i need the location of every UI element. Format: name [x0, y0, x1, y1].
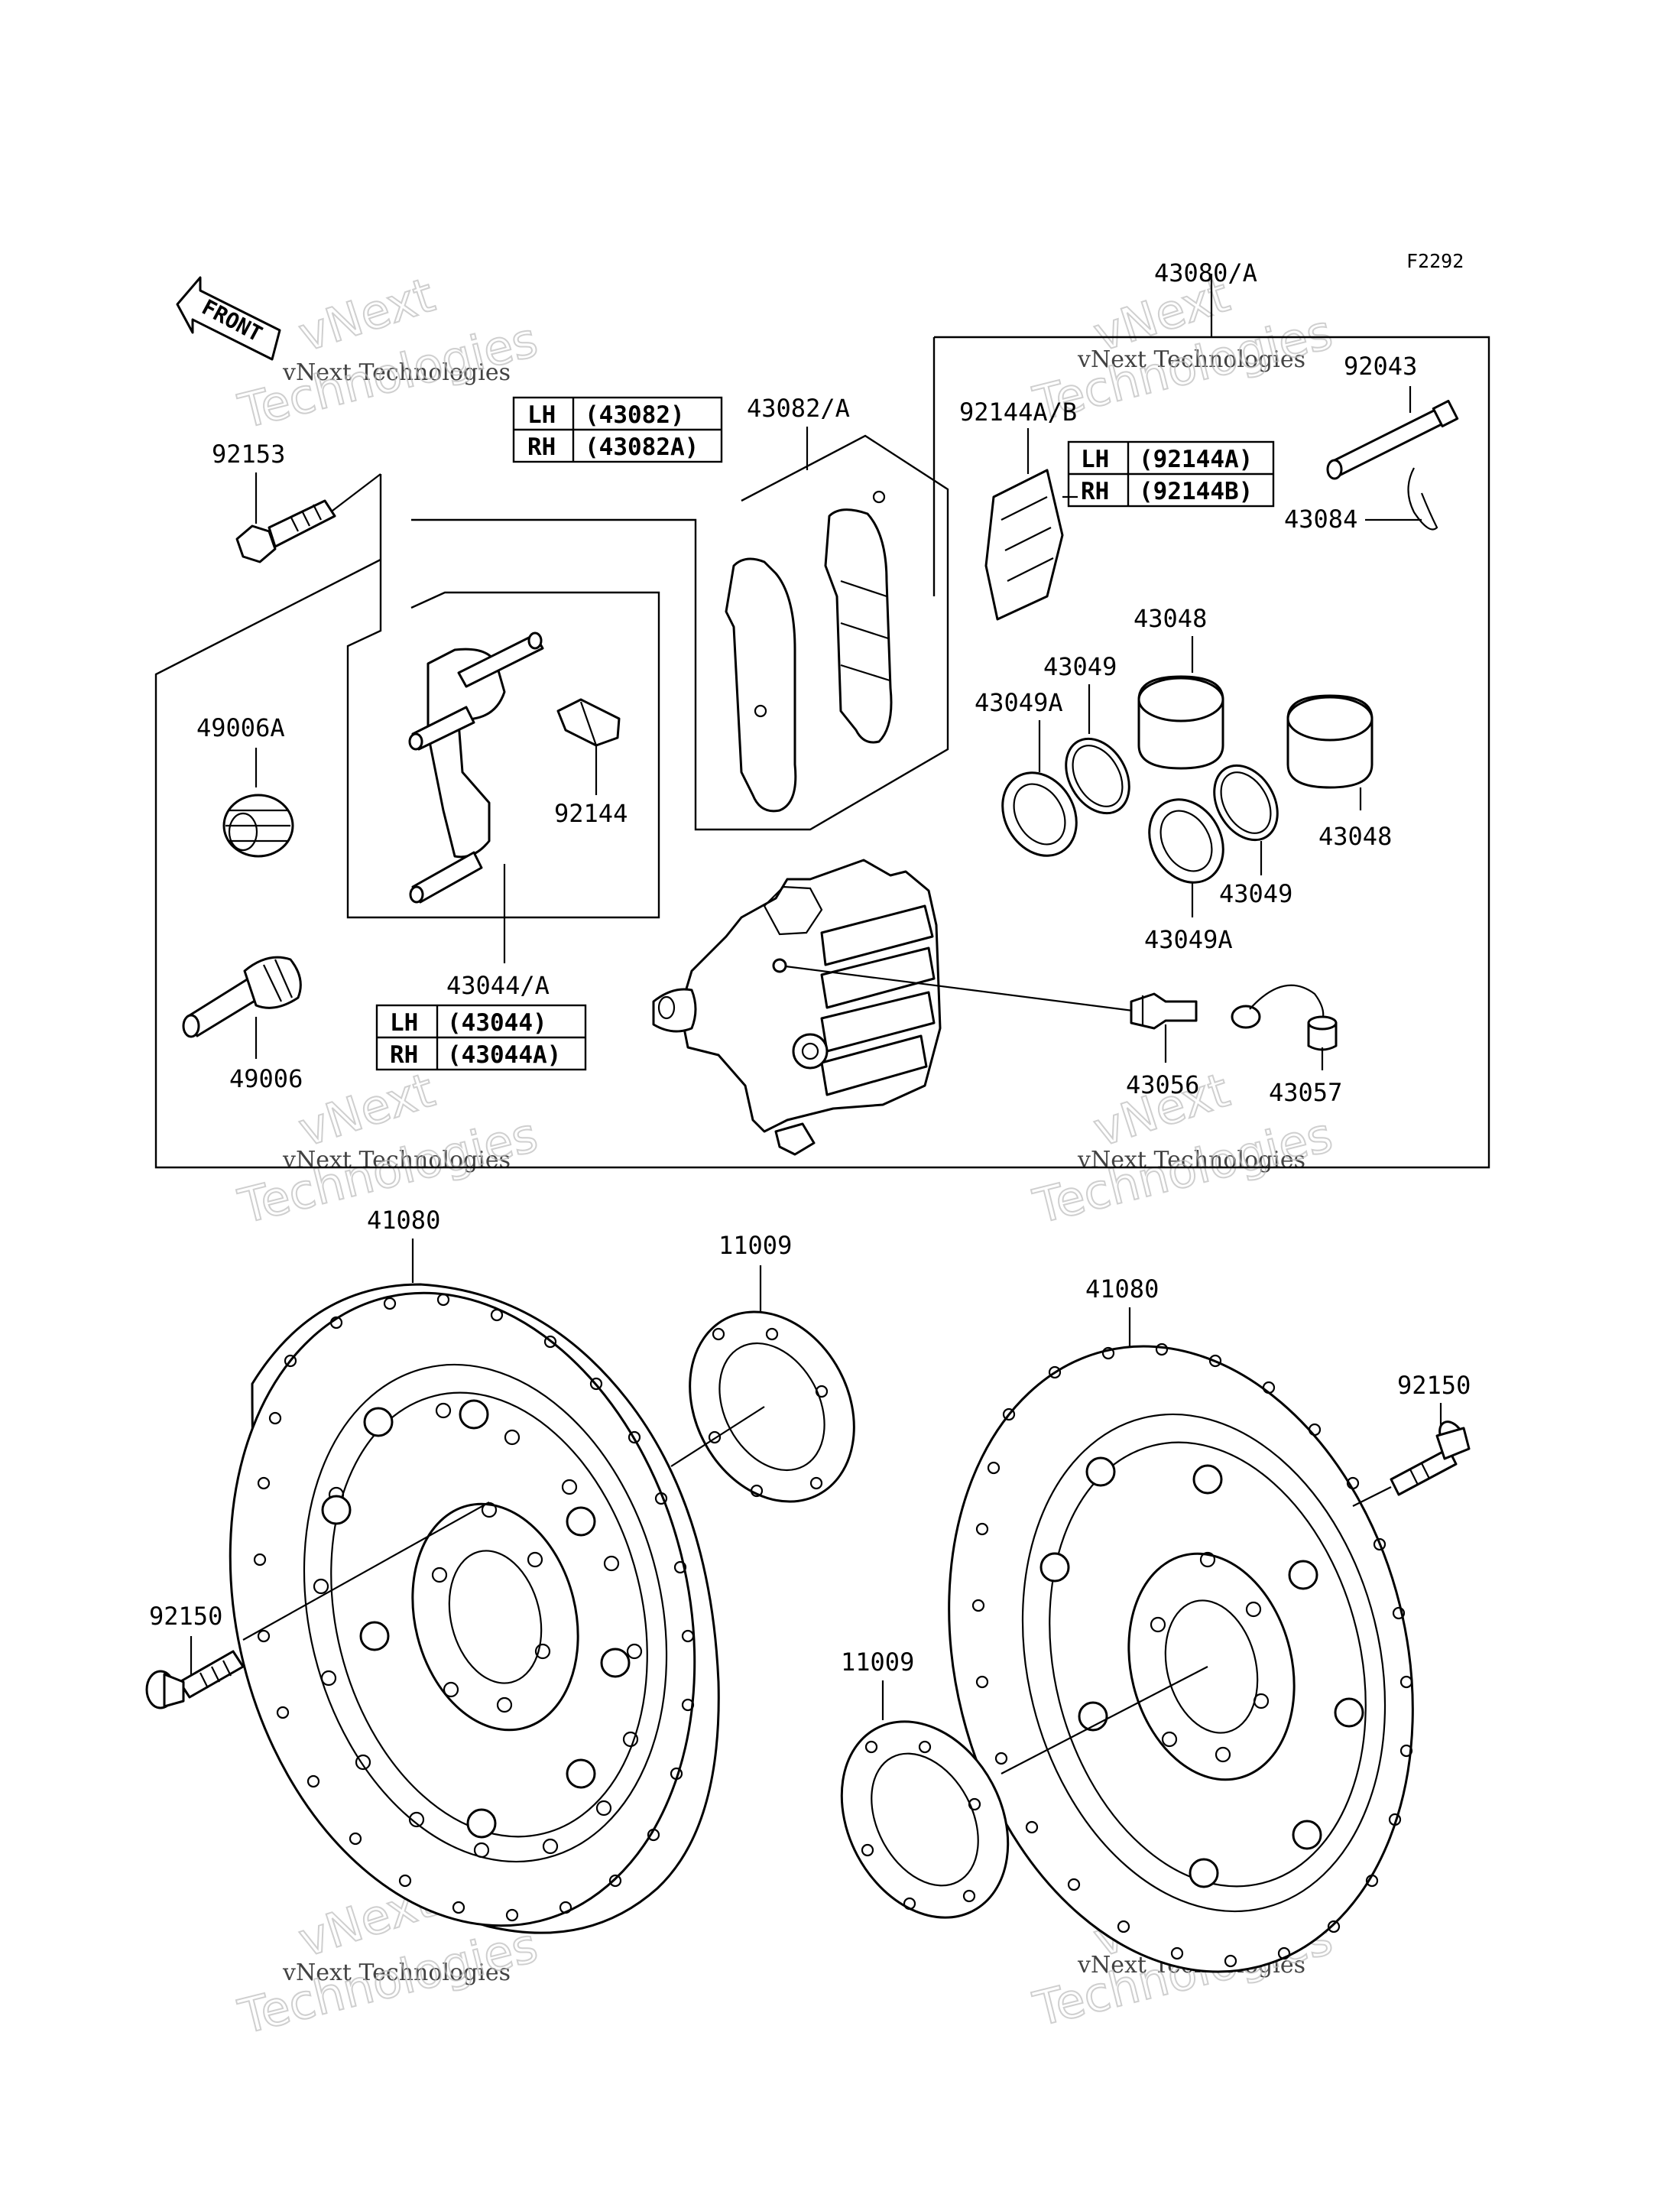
label-92150-left: 92150	[149, 1602, 222, 1631]
label-43057: 43057	[1269, 1078, 1342, 1107]
piston-lower: 43048	[1286, 694, 1392, 851]
caliper-body	[652, 859, 1140, 1156]
seal-upper: 43049	[1043, 652, 1130, 815]
disc-right-holes	[971, 1343, 1413, 1968]
label-43080A: 43080/A	[1154, 258, 1257, 287]
disc-bolt-left: 92150	[145, 1602, 245, 1709]
shim-table-lh-part: (92144A)	[1139, 446, 1253, 473]
watermark-text: vNext Technologies	[282, 1959, 511, 1986]
watermark-top-left: vNext vNext Technologies Technologies	[232, 266, 543, 440]
shim-lh-rh-table: LH (92144A) RH (92144B)	[1067, 440, 1275, 508]
front-arrow-icon: FRONT	[176, 276, 281, 361]
pad-lh-rh-table: LH (43082) RH (43082A)	[512, 396, 723, 463]
figure-code: F2292	[1406, 250, 1464, 272]
shim-table-lh: LH	[1081, 446, 1109, 473]
label-49006A: 49006A	[196, 713, 285, 742]
label-92043: 92043	[1344, 352, 1417, 381]
label-43049-lower: 43049	[1219, 879, 1292, 908]
bolt-92153: 92153	[212, 440, 381, 563]
disc-left-holes	[253, 1293, 695, 1922]
disc-shim-lower: 11009	[840, 1648, 1010, 1919]
pad-table-lh: LH	[527, 401, 556, 429]
caliper-assembly-box: 43080/A	[154, 258, 1490, 1169]
label-43049A-lower: 43049A	[1144, 925, 1233, 954]
brake-pad-set: 43082/A	[411, 394, 949, 831]
label-43084: 43084	[1284, 505, 1357, 534]
label-92144: 92144	[554, 799, 628, 828]
watermark-text: vNext Technologies	[282, 359, 511, 386]
brake-disc-right: 41080	[948, 1274, 1414, 1973]
label-11009-lower: 11009	[841, 1648, 914, 1677]
pad-table-lh-part: (43082)	[585, 401, 685, 429]
label-43044A: 43044/A	[446, 971, 550, 1000]
caliper-pin: 92043	[1326, 352, 1459, 480]
seal-lower: 43049	[1213, 764, 1292, 908]
dust-boot: 49006A	[196, 713, 294, 858]
seal-a-lower: 43049A	[1144, 798, 1233, 954]
caliper-bracket: 43044/A	[346, 474, 660, 1000]
label-41080-left: 41080	[367, 1206, 440, 1235]
watermark-text: vNext Technologies	[282, 1147, 511, 1174]
pad-table-rh: RH	[527, 433, 556, 461]
bracket-table-rh: RH	[390, 1041, 418, 1069]
label-49006: 49006	[229, 1064, 303, 1093]
label-43082A: 43082/A	[747, 394, 850, 423]
seal-a-upper: 43049A	[975, 688, 1078, 857]
pad-table-rh-part: (43082A)	[585, 433, 699, 461]
pad-spring: 92144	[554, 698, 628, 828]
label-41080-right: 41080	[1085, 1274, 1159, 1304]
label-92153: 92153	[212, 440, 285, 469]
retaining-clip: 43084	[1284, 467, 1438, 534]
label-43049A-upper: 43049A	[975, 688, 1063, 717]
pad-shim: 92144A/B	[959, 398, 1078, 621]
label-43048-upper: 43048	[1134, 604, 1207, 633]
watermark-text: vNext Technologies	[1077, 346, 1305, 373]
bracket-table-rh-part: (43044A)	[447, 1041, 561, 1069]
watermark-text: vNext Technologies	[1077, 1147, 1305, 1174]
disc-shim-upper: 11009	[670, 1231, 855, 1503]
bracket-table-lh-part: (43044)	[447, 1009, 547, 1037]
label-43049-upper: 43049	[1043, 652, 1117, 681]
brake-disc-left: 41080	[229, 1206, 720, 1934]
label-43056: 43056	[1126, 1070, 1199, 1099]
label-92150-right: 92150	[1397, 1371, 1471, 1400]
disc-bolt-right: 92150	[1352, 1371, 1471, 1507]
slide-pin: 49006	[182, 956, 303, 1093]
label-43048-lower: 43048	[1318, 822, 1392, 851]
bracket-table-lh: LH	[390, 1009, 418, 1037]
bracket-lh-rh-table: LH (43044) RH (43044A)	[375, 1004, 587, 1071]
shim-table-rh: RH	[1081, 478, 1109, 505]
bleeder-cap: 43057	[1231, 984, 1342, 1107]
piston-upper: 43048	[1134, 604, 1224, 770]
label-92144AB: 92144A/B	[959, 398, 1077, 427]
label-11009-upper: 11009	[718, 1231, 792, 1260]
bleeder-valve: 43056	[1126, 992, 1199, 1099]
shim-table-rh-part: (92144B)	[1139, 478, 1253, 505]
